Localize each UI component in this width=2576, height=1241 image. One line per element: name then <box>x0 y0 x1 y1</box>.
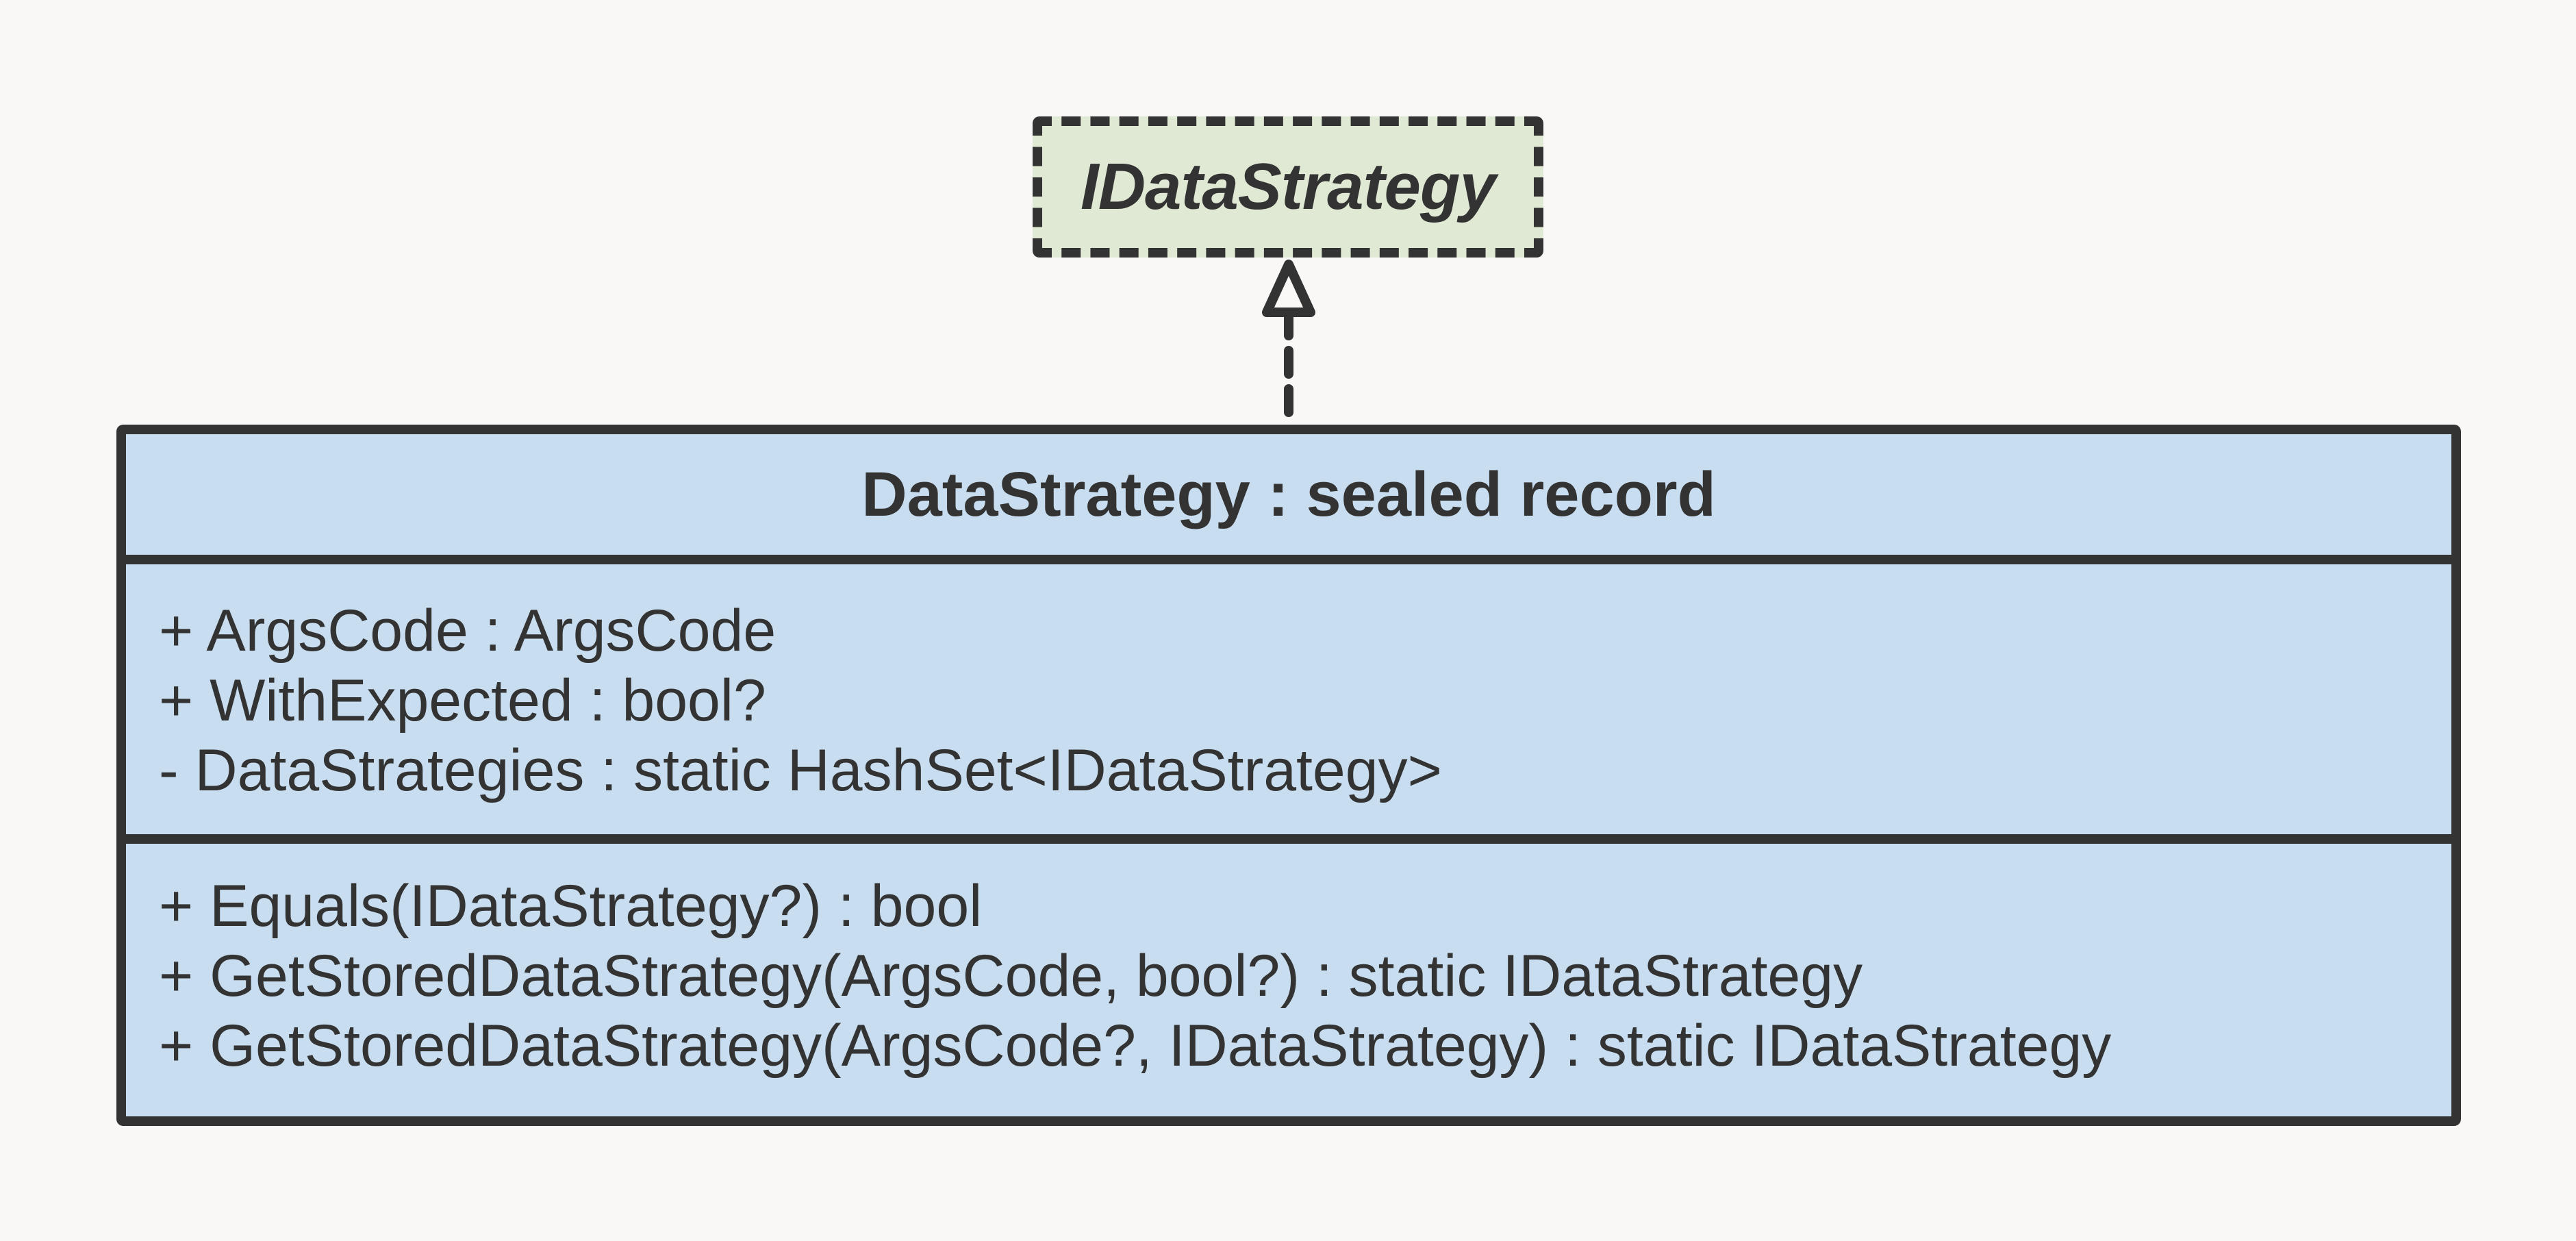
operation-item: + GetStoredDataStrategy(ArgsCode?, IData… <box>159 1013 2112 1079</box>
attribute-item: - DataStrategies : static HashSet<IDataS… <box>159 738 1442 803</box>
attributes-compartment: + ArgsCode : ArgsCode + WithExpected : b… <box>126 564 2451 844</box>
class-title: DataStrategy : sealed record <box>861 459 1716 529</box>
class-box[interactable]: DataStrategy : sealed record + ArgsCode … <box>116 425 2461 1126</box>
operation-item: + GetStoredDataStrategy(ArgsCode, bool?)… <box>159 943 1863 1009</box>
interface-box[interactable]: IDataStrategy <box>1033 116 1543 258</box>
class-header: DataStrategy : sealed record <box>126 434 2451 564</box>
operation-item: + Equals(IDataStrategy?) : bool <box>159 873 983 939</box>
interface-name: IDataStrategy <box>1081 150 1496 223</box>
attribute-item: + WithExpected : bool? <box>159 668 766 734</box>
attribute-item: + ArgsCode : ArgsCode <box>159 598 776 664</box>
realization-arrowhead <box>1262 260 1315 317</box>
operations-compartment: + Equals(IDataStrategy?) : bool + GetSto… <box>126 844 2451 1081</box>
